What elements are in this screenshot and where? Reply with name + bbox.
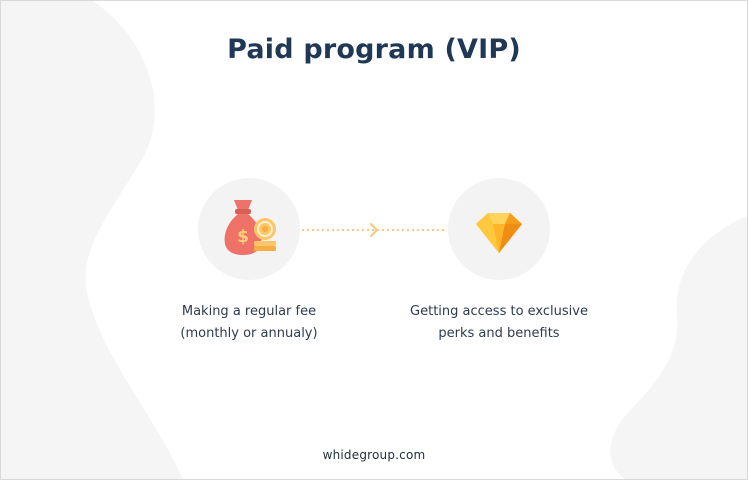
svg-text:$: $: [237, 227, 249, 247]
step-1-caption-line-2: (monthly or annualy): [180, 326, 318, 341]
step-2-caption-line-1: Getting access to exclusive: [410, 304, 588, 319]
step-1-caption: Making a regular fee (monthly or annualy…: [129, 301, 369, 345]
step-1-caption-line-1: Making a regular fee: [181, 304, 317, 319]
money-bag-coins-icon: $: [224, 200, 276, 255]
flow-connector: [302, 222, 446, 238]
arrow-right-icon: [369, 222, 379, 238]
background-blob-right: [610, 216, 747, 479]
page-title: Paid program (VIP): [227, 34, 521, 65]
diamond-icon: [476, 213, 522, 253]
footer-website: whidegroup.com: [322, 448, 426, 462]
step-2-caption: Getting access to exclusive perks and be…: [379, 301, 619, 345]
step-1-circle: $: [198, 178, 300, 280]
background-blob-left: [1, 1, 183, 479]
step-2-circle: [448, 178, 550, 280]
step-2-caption-line-2: perks and benefits: [438, 326, 560, 341]
